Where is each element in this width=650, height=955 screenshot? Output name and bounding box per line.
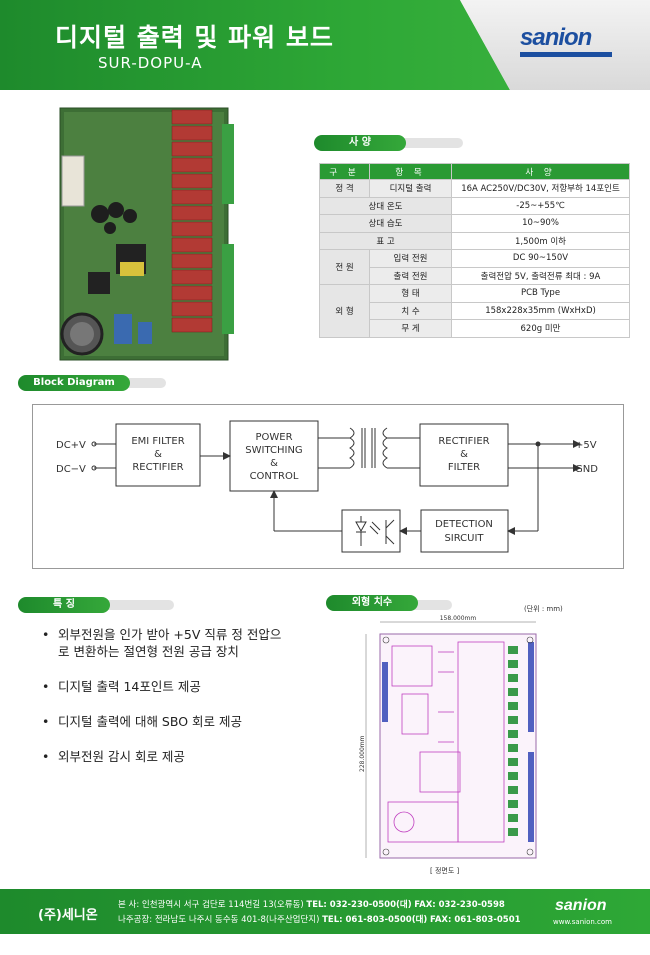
page-title: 디지털 출력 및 파워 보드 [55, 23, 334, 52]
footer: (주)세니온 본 사: 인천광역시 서구 검단로 114번길 13(오류동) T… [0, 889, 650, 934]
rf-label: RECTIFIER [438, 436, 489, 447]
logo-underline [520, 52, 612, 57]
spec-cell: 디지털 출력 [369, 179, 452, 198]
factory-fax: FAX: 061-803-0501 [430, 915, 521, 925]
website-link[interactable]: www.sanion.com [553, 918, 612, 926]
table-row: 전 원 입력 전원 DC 90~150V [319, 249, 630, 285]
spec-cell: 16A AC250V/DC30V, 저항부하 14포인트 [451, 179, 630, 198]
table-row: 상대 습도 10~90% [319, 214, 630, 233]
spec-cell: DC 90~150V [451, 249, 630, 268]
table-row: 정 격 디지털 출력 16A AC250V/DC30V, 저항부하 14포인트 [319, 179, 630, 198]
block-pill-track [100, 378, 166, 388]
hq-label: 본 사: [118, 900, 140, 910]
spec-cell: 158x228x35mm (WxHxD) [451, 301, 630, 320]
block-diagram-frame [32, 404, 624, 569]
detection-label: SIRCUIT [444, 533, 484, 544]
header-banner: 디지털 출력 및 파워 보드 SUR-DOPU-A sanion [0, 0, 650, 90]
psw-label: CONTROL [250, 471, 299, 482]
model-number: SUR-DOPU-A [98, 54, 203, 72]
hq-address: 인천광역시 서구 검단로 114번길 13(오류동) [141, 900, 304, 910]
spec-col-item: 항 목 [369, 163, 452, 180]
company-name: (주)세니온 [38, 908, 98, 923]
spec-cell: 전 원 [319, 249, 370, 285]
rf-label: FILTER [448, 462, 480, 473]
spec-cell: 표 고 [319, 231, 452, 250]
dimension-unit: (단위 : mm) [524, 605, 563, 613]
list-item: 외부전원을 인가 받아 +5V 직류 정 전압으로 변환하는 절연형 전원 공급… [42, 626, 292, 660]
header-green-band [0, 0, 510, 90]
spec-cell: 치 수 [369, 301, 452, 320]
board-photo [59, 107, 234, 361]
block-diagram: DC+V DC−V EMI FILTER & RECTIFIER POWER S… [56, 420, 598, 553]
spec-cell: 620g 미만 [451, 319, 630, 338]
sanion-logo: sanion [520, 24, 592, 51]
dimension-drawing: 158.000mm 228.000mm [359, 615, 537, 859]
spec-col-category: 구 분 [319, 163, 370, 180]
features-pill-track [90, 600, 174, 610]
out-plus-label: +5V [575, 440, 597, 451]
dimension-section-label: 외형 치수 [326, 595, 418, 611]
factory-address: 전라남도 나주시 동수동 401-8(나주산업단지) [154, 915, 320, 925]
spec-cell: 1,500m 이하 [451, 231, 630, 250]
spec-cell: 정 격 [319, 179, 370, 198]
table-row: 치 수 158x228x35mm (WxHxD) [320, 301, 630, 320]
spec-cell: 상대 습도 [319, 214, 452, 233]
dc-minus-label: DC−V [56, 464, 86, 475]
spec-cell: 무 게 [369, 319, 452, 338]
list-item: 디지털 출력 14포인트 제공 [42, 678, 292, 695]
spec-table: 구 분 항 목 사 양 정 격 디지털 출력 16A AC250V/DC30V,… [319, 163, 630, 338]
list-item: 외부전원 감시 회로 제공 [42, 748, 292, 765]
footer-logo: sanion [555, 897, 607, 914]
detection-label: DETECTION [435, 519, 493, 530]
hq-address-line: 본 사: 인천광역시 서구 검단로 114번길 13(오류동) TEL: 032… [118, 898, 505, 910]
block-section-label: Block Diagram [18, 375, 130, 391]
psw-label: & [270, 458, 278, 469]
spec-section-label: 사 양 [314, 135, 406, 151]
table-row: 출력 전원 출력전압 5V, 출력전류 최대 : 9A [320, 266, 630, 285]
spec-cell: 입력 전원 [369, 249, 452, 268]
hq-tel: TEL: 032-230-0500(대) [306, 900, 412, 910]
width-label: 158.000mm [440, 615, 477, 622]
height-label: 228.000mm [359, 735, 366, 772]
table-row: 상대 온도 -25~+55℃ [319, 196, 630, 215]
out-gnd-label: GND [575, 464, 598, 475]
spec-cell: 외 형 [319, 284, 370, 338]
emi-label: RECTIFIER [132, 462, 183, 473]
dimension-caption: [ 정면도 ] [430, 867, 460, 875]
dimension-pill-track [400, 600, 452, 610]
list-item: 디지털 출력에 대해 SBO 회로 제공 [42, 713, 292, 730]
table-row: 외 형 형 태 PCB Type [319, 284, 630, 338]
spec-cell: 10~90% [451, 214, 630, 233]
factory-tel: TEL: 061-803-0500(대) [322, 915, 428, 925]
junction-dot [535, 441, 541, 447]
factory-address-line: 나주공장: 전라남도 나주시 동수동 401-8(나주산업단지) TEL: 06… [118, 913, 521, 925]
emi-label: & [154, 449, 162, 460]
spec-cell: PCB Type [451, 284, 630, 303]
dc-plus-label: DC+V [56, 440, 86, 451]
hq-fax: FAX: 032-230-0598 [414, 900, 505, 910]
psw-label: POWER [255, 432, 292, 443]
table-row: 무 게 620g 미만 [320, 319, 630, 338]
spec-cell: 출력전압 5V, 출력전류 최대 : 9A [451, 266, 630, 285]
spec-header-row: 구 분 항 목 사 양 [319, 163, 630, 180]
spec-cell: 출력 전원 [369, 266, 452, 285]
table-row: 표 고 1,500m 이하 [319, 231, 630, 250]
features-section-label: 특 징 [18, 597, 110, 613]
spec-cell: -25~+55℃ [451, 196, 630, 215]
psw-label: SWITCHING [245, 445, 302, 456]
emi-label: EMI FILTER [131, 436, 184, 447]
spec-col-value: 사 양 [451, 163, 630, 180]
spec-cell: 상대 온도 [319, 196, 452, 215]
factory-label: 나주공장: [118, 915, 153, 925]
features-list: 외부전원을 인가 받아 +5V 직류 정 전압으로 변환하는 절연형 전원 공급… [42, 626, 292, 783]
spec-cell: 형 태 [369, 284, 452, 303]
rf-label: & [460, 449, 468, 460]
